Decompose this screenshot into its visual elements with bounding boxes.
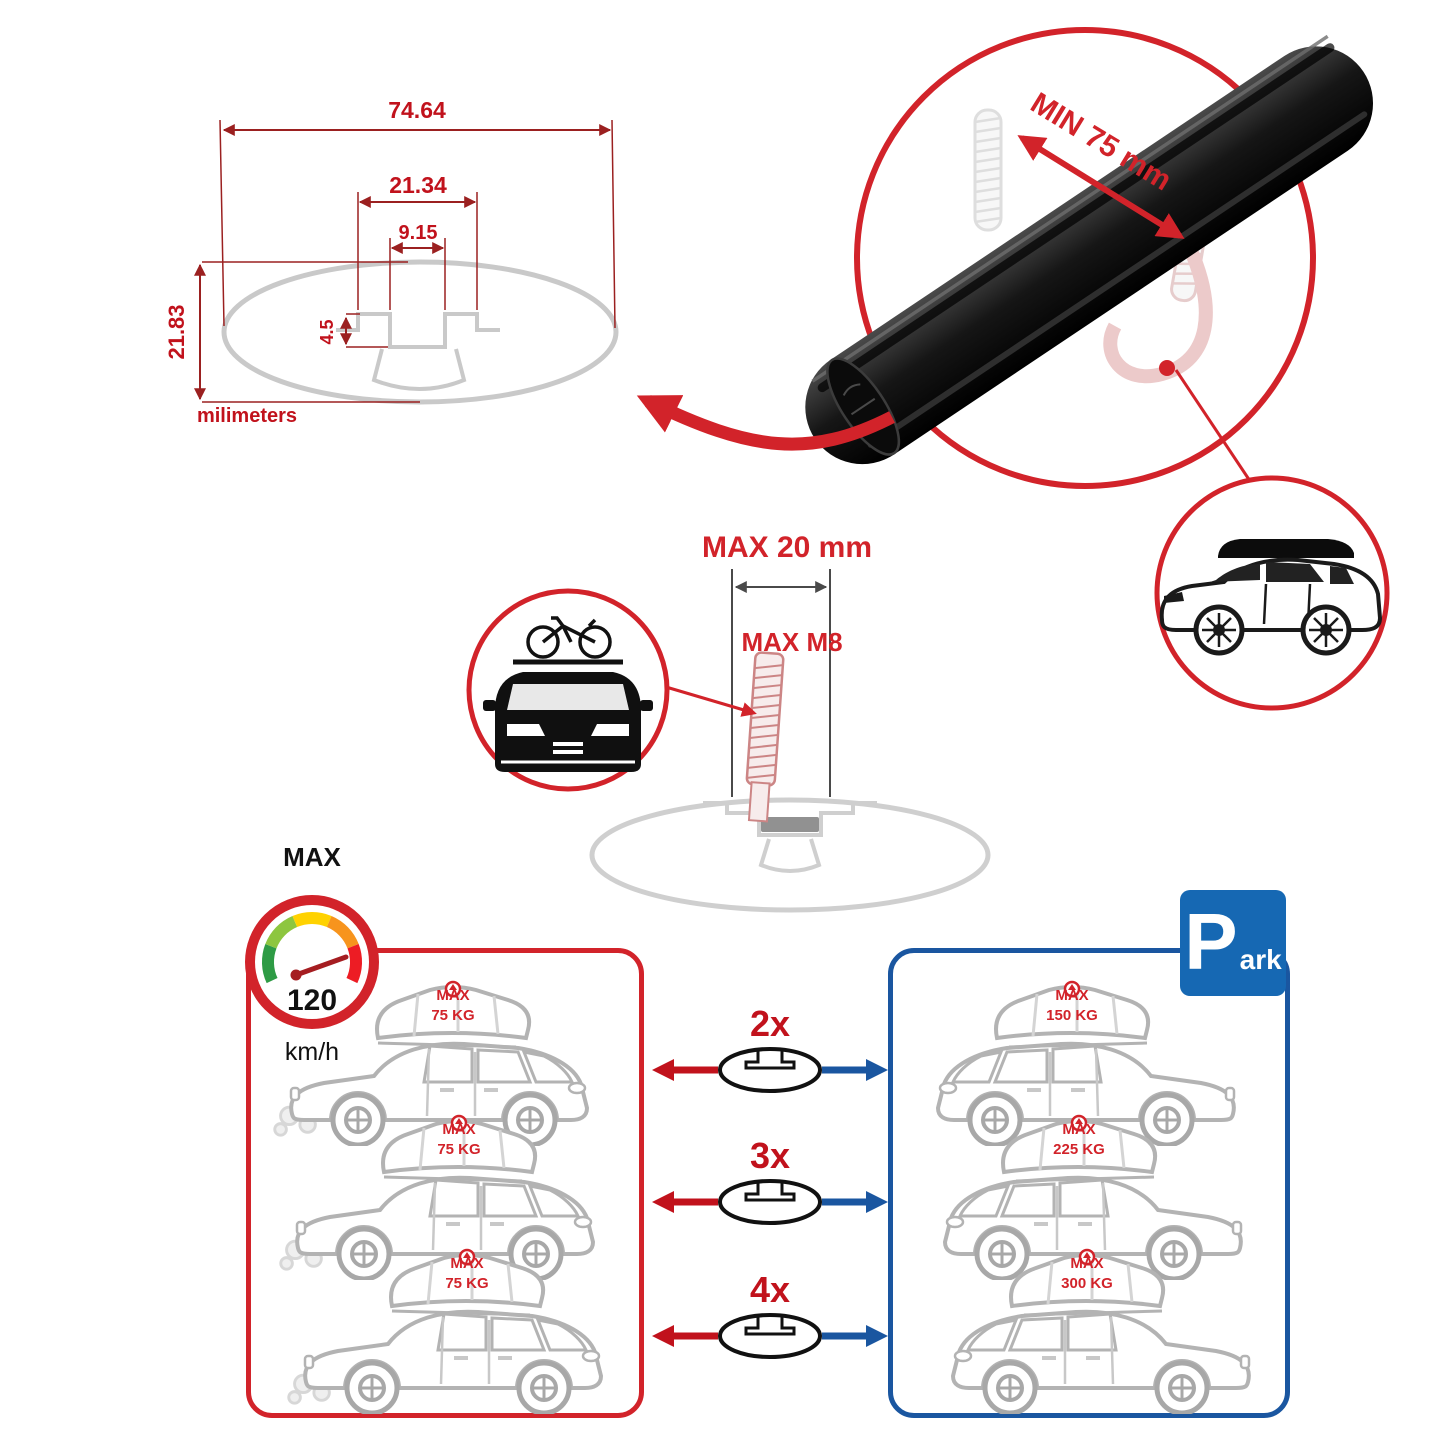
multiplier-column: 2x 3x 4x [652, 1003, 888, 1359]
dim-slot-width: 9.15 [399, 222, 438, 244]
dim-step-depth: 4.5 [317, 319, 337, 344]
car-bike-view [466, 588, 670, 792]
connector-line [1174, 369, 1254, 485]
dim-total-height: 21.83 [164, 304, 189, 359]
suv-with-roof-box-icon [1159, 539, 1383, 656]
blue-arrow-icon [822, 1066, 866, 1340]
gauge-arc [261, 912, 363, 984]
leader-line [665, 685, 757, 717]
clamp-point-dot [1159, 360, 1175, 376]
park-suffix: ark [1239, 944, 1282, 975]
pointer-arrow-to-diagram [636, 395, 895, 451]
crossbar-cross-section-icon [221, 259, 619, 405]
speed-limit-indicator: MAX 120 km/h [232, 838, 392, 1073]
bolt-max-thread-label: MAX M8 [741, 627, 842, 657]
speed-max-label: MAX [283, 842, 341, 872]
parking-sign-icon: P ark [1180, 890, 1286, 996]
park-letter: P [1184, 897, 1238, 986]
min-distance-arrow [1017, 135, 1185, 239]
multiplier-label: 4x [750, 1269, 790, 1310]
crossbar-section-icons [718, 1047, 822, 1359]
suv-roofbox-view [1154, 475, 1390, 711]
speed-value: 120 [287, 984, 337, 1017]
red-arrow-icon [674, 1066, 718, 1340]
gauge-needle [293, 954, 349, 978]
bolt-dim-lines [731, 569, 831, 797]
dim-channel-width: 21.34 [389, 172, 447, 198]
multiplier-label: 3x [750, 1135, 790, 1176]
ghost-crossbar-section [589, 797, 991, 913]
dim-total-width: 74.64 [388, 97, 446, 123]
multiplier-label: 2x [750, 1003, 790, 1044]
t-slot-nut [761, 817, 819, 832]
speed-unit: km/h [285, 1038, 339, 1066]
threaded-bolt-icon [745, 651, 785, 823]
car-front-with-bike-icon [483, 616, 653, 772]
bolt-diagram: MAX 20 mm MAX M8 [589, 531, 991, 913]
dimension-lines [194, 119, 616, 403]
dimension-diagram: 74.64 21.34 9.15 4.5 21.83 milimeters [164, 97, 619, 427]
units-label: milimeters [197, 405, 297, 427]
crossbar-detail-view: MIN 75 mm [805, 27, 1374, 489]
bolt-max-length-label: MAX 20 mm [702, 531, 872, 564]
